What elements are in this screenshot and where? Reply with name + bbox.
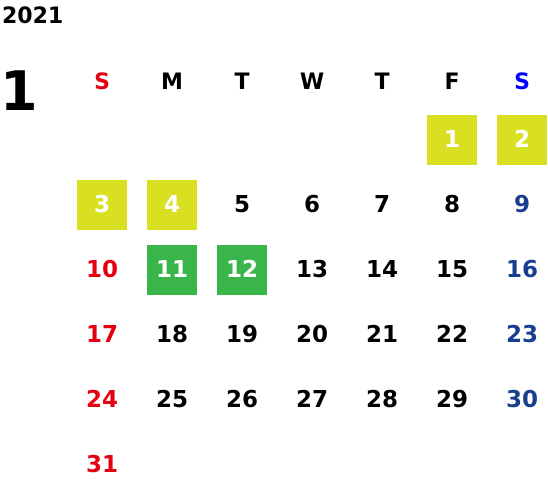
- day-number: 19: [225, 321, 258, 348]
- month-label: 1: [0, 60, 38, 123]
- day-cell: 18: [137, 302, 207, 367]
- day-number: 26: [225, 386, 258, 413]
- day-cell: 22: [417, 302, 487, 367]
- day-cell: 26: [207, 367, 277, 432]
- day-cell: 9: [487, 172, 548, 237]
- day-number: 25: [155, 386, 188, 413]
- day-number: 22: [435, 321, 468, 348]
- day-number: 7: [373, 191, 390, 218]
- day-number: 18: [155, 321, 188, 348]
- weekday-thursday: T: [374, 69, 390, 95]
- day-number: 27: [295, 386, 328, 413]
- empty-day-cell: [207, 107, 277, 172]
- day-cell: 29: [417, 367, 487, 432]
- empty-day-cell: [347, 107, 417, 172]
- weekday-friday: F: [444, 69, 460, 95]
- day-cell: 24: [67, 367, 137, 432]
- weekday-monday: M: [161, 69, 183, 95]
- day-number: 28: [365, 386, 398, 413]
- empty-day-cell: [417, 432, 487, 497]
- day-cell: 23: [487, 302, 548, 367]
- week-row: 31: [67, 432, 548, 497]
- weekday-wednesday: W: [299, 69, 325, 95]
- year-label: 2021: [2, 4, 64, 29]
- day-cell: 13: [277, 237, 347, 302]
- day-number: 1: [427, 114, 477, 165]
- day-number: 10: [85, 256, 118, 283]
- day-cell: 16: [487, 237, 548, 302]
- day-cell: 10: [67, 237, 137, 302]
- day-cell: 2: [487, 107, 548, 172]
- day-number: 4: [147, 179, 197, 230]
- empty-day-cell: [207, 432, 277, 497]
- day-number: 17: [85, 321, 118, 348]
- empty-day-cell: [347, 432, 417, 497]
- week-row: 24 25 26 27 28 29 30: [67, 367, 548, 432]
- weekday-sunday: S: [94, 69, 110, 95]
- empty-day-cell: [137, 432, 207, 497]
- day-cell: 3: [67, 172, 137, 237]
- day-number: 21: [365, 321, 398, 348]
- week-row: 17 18 19 20 21 22 23: [67, 302, 548, 367]
- day-number: 13: [295, 256, 328, 283]
- day-cell: 6: [277, 172, 347, 237]
- day-cell: 19: [207, 302, 277, 367]
- day-cell: 31: [67, 432, 137, 497]
- day-cell: 11: [137, 237, 207, 302]
- day-cell: 25: [137, 367, 207, 432]
- day-number: 2: [497, 114, 547, 165]
- day-cell: 5: [207, 172, 277, 237]
- day-cell: 12: [207, 237, 277, 302]
- empty-day-cell: [277, 107, 347, 172]
- day-number: 15: [435, 256, 468, 283]
- day-number: 20: [295, 321, 328, 348]
- day-cell: 1: [417, 107, 487, 172]
- day-number: 11: [147, 244, 197, 295]
- day-cell: 28: [347, 367, 417, 432]
- empty-day-cell: [487, 432, 548, 497]
- day-number: 29: [435, 386, 468, 413]
- weekday-header-row: S M T W T F S: [67, 57, 548, 107]
- day-cell: 14: [347, 237, 417, 302]
- day-number: 9: [513, 191, 530, 218]
- day-cell: 7: [347, 172, 417, 237]
- day-cell: 17: [67, 302, 137, 367]
- day-number: 12: [217, 244, 267, 295]
- day-number: 14: [365, 256, 398, 283]
- day-number: 16: [505, 256, 538, 283]
- empty-day-cell: [67, 107, 137, 172]
- week-row: 10 11 12 13 14 15 16: [67, 237, 548, 302]
- day-cell: 27: [277, 367, 347, 432]
- weekday-saturday: S: [514, 69, 530, 95]
- empty-day-cell: [277, 432, 347, 497]
- day-number: 8: [443, 191, 460, 218]
- day-number: 3: [77, 179, 127, 230]
- day-cell: 21: [347, 302, 417, 367]
- day-cell: 30: [487, 367, 548, 432]
- day-number: 5: [233, 191, 250, 218]
- day-cell: 15: [417, 237, 487, 302]
- day-cell: 20: [277, 302, 347, 367]
- weekday-tuesday: T: [234, 69, 250, 95]
- day-number: 6: [303, 191, 320, 218]
- day-number: 24: [85, 386, 118, 413]
- day-cell: 8: [417, 172, 487, 237]
- day-number: 23: [505, 321, 538, 348]
- empty-day-cell: [137, 107, 207, 172]
- day-number: 30: [505, 386, 538, 413]
- day-number: 31: [85, 451, 118, 478]
- day-cell: 4: [137, 172, 207, 237]
